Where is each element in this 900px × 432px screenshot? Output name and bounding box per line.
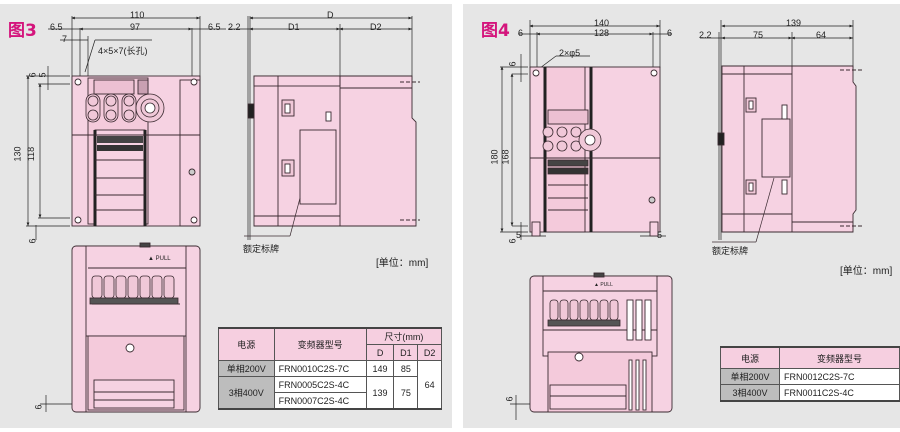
dim-slot-right: 5 (657, 230, 663, 240)
dim-bottom-view-offset: 6 (33, 404, 44, 410)
dim-left-margin: 6 (518, 28, 524, 38)
cell-d: 149 (365, 360, 395, 377)
dim-depth-d1: D1 (288, 22, 300, 32)
cell-model: FRN0007C2S-4C (273, 392, 367, 410)
header-power: 电源 (720, 346, 780, 369)
hole-spec-label: 2×φ5 (559, 48, 581, 58)
figure-4-spec-table: 电源 变频器型号 单相200V FRN0012C2S-7C 3相400V FRN… (720, 346, 900, 402)
hole-spec-label: 4×5×7(长孔) (98, 46, 148, 56)
dim-top-offset-5: 5 (37, 72, 48, 78)
svg-text:▲ PULL: ▲ PULL (594, 282, 613, 288)
dim-protrusion: 2.2 (228, 22, 241, 32)
dim-right-margin: 6.5 (208, 22, 221, 32)
dim-height-118: 118 (26, 146, 37, 162)
dim-depth-64: 64 (816, 30, 827, 40)
dim-bottom-view-offset: 6 (504, 396, 515, 402)
dim-depth-d2: D2 (370, 22, 382, 32)
cell-model: FRN0010C2S-7C (273, 360, 367, 377)
cell-d: 139 (365, 376, 395, 410)
dim-hole-pitch-128: 128 (594, 28, 610, 38)
table-row: FRN0007C2S-4C (219, 392, 442, 410)
cell-d2: 64 (417, 360, 442, 410)
header-d1: D1 (393, 344, 419, 361)
figure-4-title: 图4 (481, 21, 510, 41)
dim-protrusion: 2.2 (699, 30, 712, 40)
dim-height-180: 180 (489, 149, 500, 165)
dim-depth-75: 75 (753, 30, 764, 40)
dim-bottom-offset: 6 (27, 238, 38, 244)
dim-slot-left: 5 (516, 230, 522, 240)
figure-4-panel: 图4 (463, 4, 900, 428)
dim-height-130: 130 (12, 146, 23, 162)
cell-power: 单相200V (720, 368, 780, 385)
nameplate-label: 额定标牌 (243, 244, 280, 254)
cell-model: FRN0012C2S-7C (779, 368, 900, 385)
header-d2: D2 (417, 344, 442, 361)
terminal-block (89, 275, 179, 305)
table-row: 3相400V FRN0011C2S-4C (720, 384, 900, 402)
figure-4-drawing: ▲ PULL (500, 20, 862, 420)
unit-label: [单位：mm] (376, 258, 429, 269)
header-model: 变频器型号 (779, 346, 900, 369)
dim-width-140: 140 (594, 18, 610, 28)
figure-3-spec-table: 电源 变频器型号 尺寸(mm) D D1 D2 单相200V FRN0010C2… (218, 327, 443, 410)
dim-left-margin: 6.5 (50, 22, 63, 32)
nameplate-label: 额定标牌 (712, 246, 749, 256)
dim-width-110: 110 (130, 10, 145, 20)
dim-right-margin: 6 (667, 28, 673, 38)
cell-power: 3相400V (218, 376, 275, 410)
dim-top-offset: 6 (507, 61, 518, 67)
cell-d1: 85 (393, 360, 419, 377)
figure-3-drawing: ▲ PULL (26, 16, 420, 413)
header-model: 变频器型号 (273, 327, 367, 361)
dim-top-offset-6: 6 (27, 72, 38, 78)
dim-slot-offset: 7 (62, 34, 68, 44)
figure-3-panel: 图3 (0, 4, 452, 428)
cell-power: 单相200V (218, 360, 275, 377)
header-size: 尺寸(mm) (365, 327, 443, 345)
table-row: 3相400V FRN0005C2S-4C 139 75 (218, 376, 442, 410)
svg-text:▲ PULL: ▲ PULL (148, 256, 171, 262)
figure-3-title: 图3 (8, 21, 37, 41)
header-d: D (365, 344, 395, 361)
dim-hole-pitch-97: 97 (130, 22, 141, 32)
cell-d1: 75 (393, 376, 419, 410)
cell-model: FRN0011C2S-4C (779, 384, 900, 402)
dim-depth-139: 139 (786, 18, 802, 28)
table-row: 单相200V FRN0010C2S-7C 149 85 64 (218, 360, 442, 410)
cell-power: 3相400V (720, 384, 780, 402)
dim-height-168: 168 (500, 149, 511, 165)
dim-depth-d: D (327, 10, 334, 20)
cell-model: FRN0005C2S-4C (273, 376, 367, 393)
header-power: 电源 (218, 327, 275, 361)
table-row: 单相200V FRN0012C2S-7C (720, 368, 900, 385)
unit-label: [单位：mm] (840, 266, 893, 277)
